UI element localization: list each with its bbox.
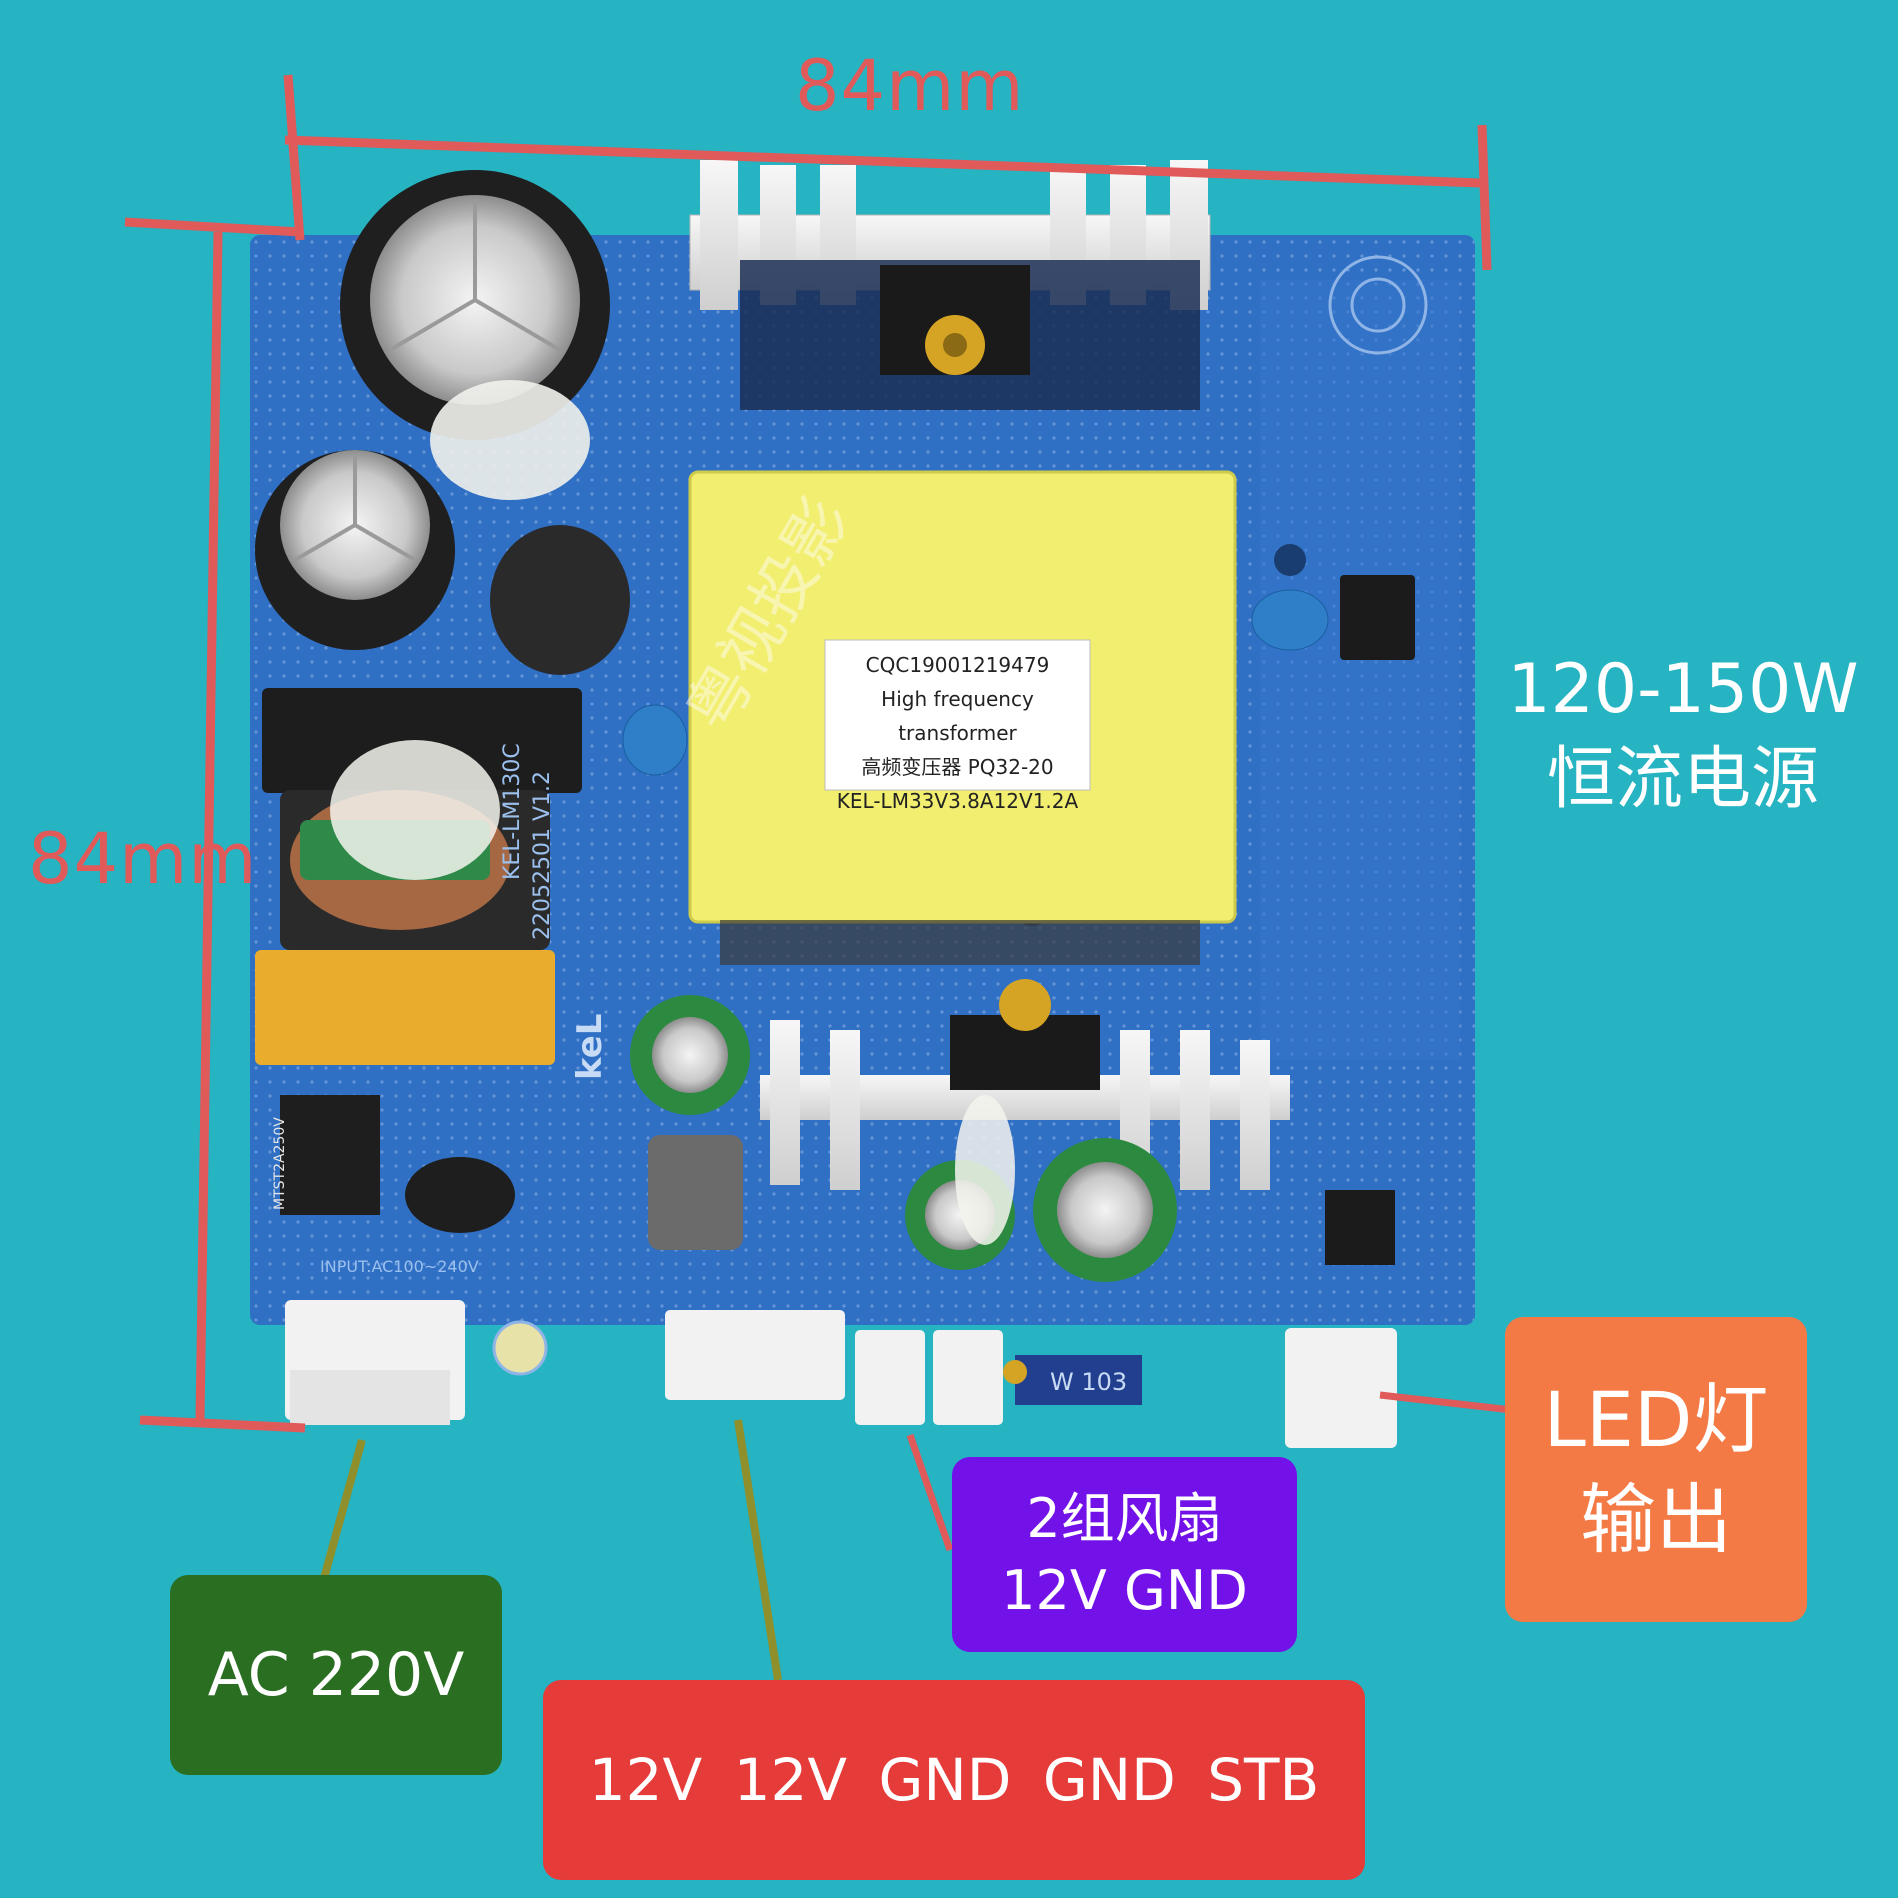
pin-5: STB — [1207, 1746, 1320, 1814]
ac-input-label: AC 220V — [207, 1640, 465, 1710]
input-filter — [255, 688, 750, 1250]
fan-callout: 2组风扇 12V GND — [952, 1457, 1297, 1652]
pin-3: GND — [878, 1746, 1012, 1814]
fan-label: 2组风扇 — [1026, 1486, 1223, 1550]
pin-2: 12V — [733, 1746, 848, 1814]
control-ics — [622, 575, 1415, 1265]
transformer-type-cn: 高频变压器 PQ32-20 — [861, 755, 1054, 779]
board-brand: keL — [570, 1013, 610, 1080]
pin-1: 12V — [588, 1746, 703, 1814]
led-label: LED灯 — [1543, 1374, 1769, 1464]
bottom-heatsink — [760, 979, 1290, 1282]
top-heatsink — [689, 160, 1211, 410]
transformer-label: CQC19001219479 High frequency transforme… — [825, 648, 1090, 818]
ac-input-callout: AC 220V — [170, 1575, 502, 1775]
transformer-model: KEL-LM33V3.8A12V1.2A — [836, 789, 1079, 813]
fuse-rating: MTST2A250V — [272, 1117, 288, 1210]
board-model: KEL-LM130C — [500, 743, 525, 880]
transformer-type-en: High frequency transformer — [881, 687, 1034, 745]
transformer-cert: CQC19001219479 — [865, 653, 1050, 677]
width-dimension: 84mm — [795, 45, 1025, 127]
leader-lines — [314, 1391, 1513, 1681]
board-date: 22052501 V1.2 — [530, 770, 555, 940]
led-output: 输出 — [1580, 1474, 1732, 1564]
input-rating: INPUT:AC100~240V — [320, 1257, 479, 1276]
pot-label: W 103 — [1050, 1368, 1128, 1396]
connectors — [285, 1300, 1397, 1448]
height-dimension: 84mm — [28, 818, 258, 900]
power-spec: 120-150W 恒流电源 — [1478, 645, 1888, 825]
power-type: 恒流电源 — [1546, 740, 1819, 819]
power-rating: 120-150W — [1507, 650, 1859, 729]
transformer — [688, 470, 1237, 965]
dimension-lines — [124, 74, 1492, 1433]
pin-4: GND — [1042, 1746, 1176, 1814]
capacitors — [255, 170, 630, 675]
led-output-callout: LED灯 输出 — [1505, 1317, 1807, 1622]
fan-voltage: 12V GND — [1001, 1558, 1248, 1622]
pin-callout: 12V 12V GND GND STB — [543, 1680, 1365, 1880]
